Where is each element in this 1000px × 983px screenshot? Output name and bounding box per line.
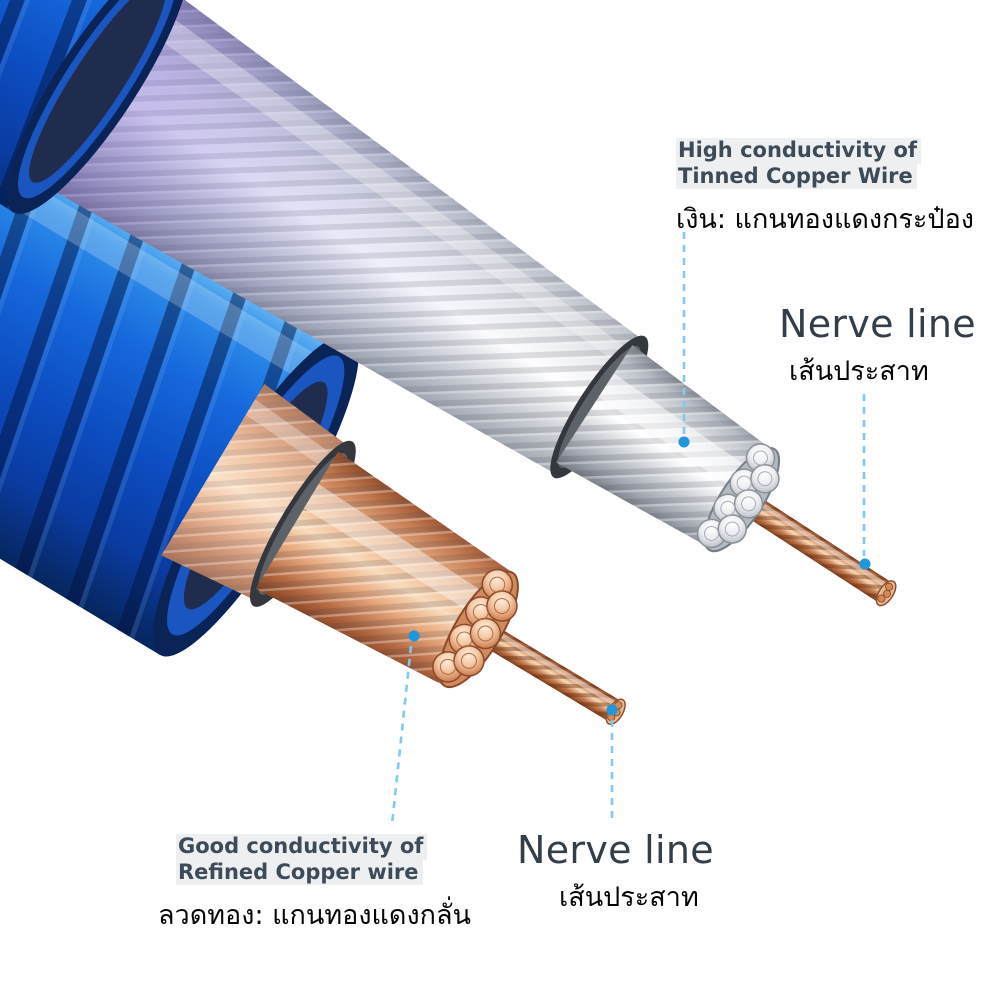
upper-jacket-cut-ring [6,0,190,214]
label-tinned: High conductivity of Tinned Copper Wire … [676,138,974,240]
leader-nerve-right [859,394,871,570]
leader-nerve-right-dot [859,558,871,570]
upper-bundle-cross-section [696,443,780,553]
leader-refined [390,630,420,825]
lower-insulation [161,383,350,601]
leader-refined-line [390,645,413,825]
lower-bundle-cross-section [432,568,519,689]
label-refined-line1: Good conductivity of [176,834,428,860]
leader-tinned [678,232,690,448]
label-tinned-line2: Tinned Copper Wire [676,163,917,190]
upper-nerve-wire [728,485,897,607]
label-nerve-right-thai: เส้นประสาท [789,356,929,387]
upper-cable [0,0,897,607]
label-nerve-bottom-thai: เส้นประสาท [559,882,699,913]
upper-insulation [25,0,643,475]
label-nerve-bottom: Nerve line เส้นประสาท [517,828,714,918]
lower-nerve-wire [468,616,626,726]
upper-cable-jacket [0,0,183,213]
label-refined: Good conductivity of Refined Copper wire… [158,834,471,936]
lower-copper-bundle [255,451,513,686]
label-tinned-thai: เงิน: แกนทองแดงกระป๋อง [676,204,974,236]
lower-copper-wire [161,383,626,726]
label-nerve-right: Nerve line เส้นประสาท [779,302,976,392]
label-refined-thai: ลวดทอง: แกนทองแดงกลั่น [158,900,471,932]
label-nerve-bottom-title: Nerve line [517,828,714,872]
leader-nerve-bottom-dot [606,704,618,716]
leader-refined-dot [408,630,420,642]
label-refined-line2: Refined Copper wire [176,859,423,886]
leader-tinned-dot [678,436,690,448]
label-nerve-right-title: Nerve line [779,302,976,346]
leader-nerve-bottom [606,704,618,822]
label-tinned-line1: High conductivity of [676,138,922,164]
